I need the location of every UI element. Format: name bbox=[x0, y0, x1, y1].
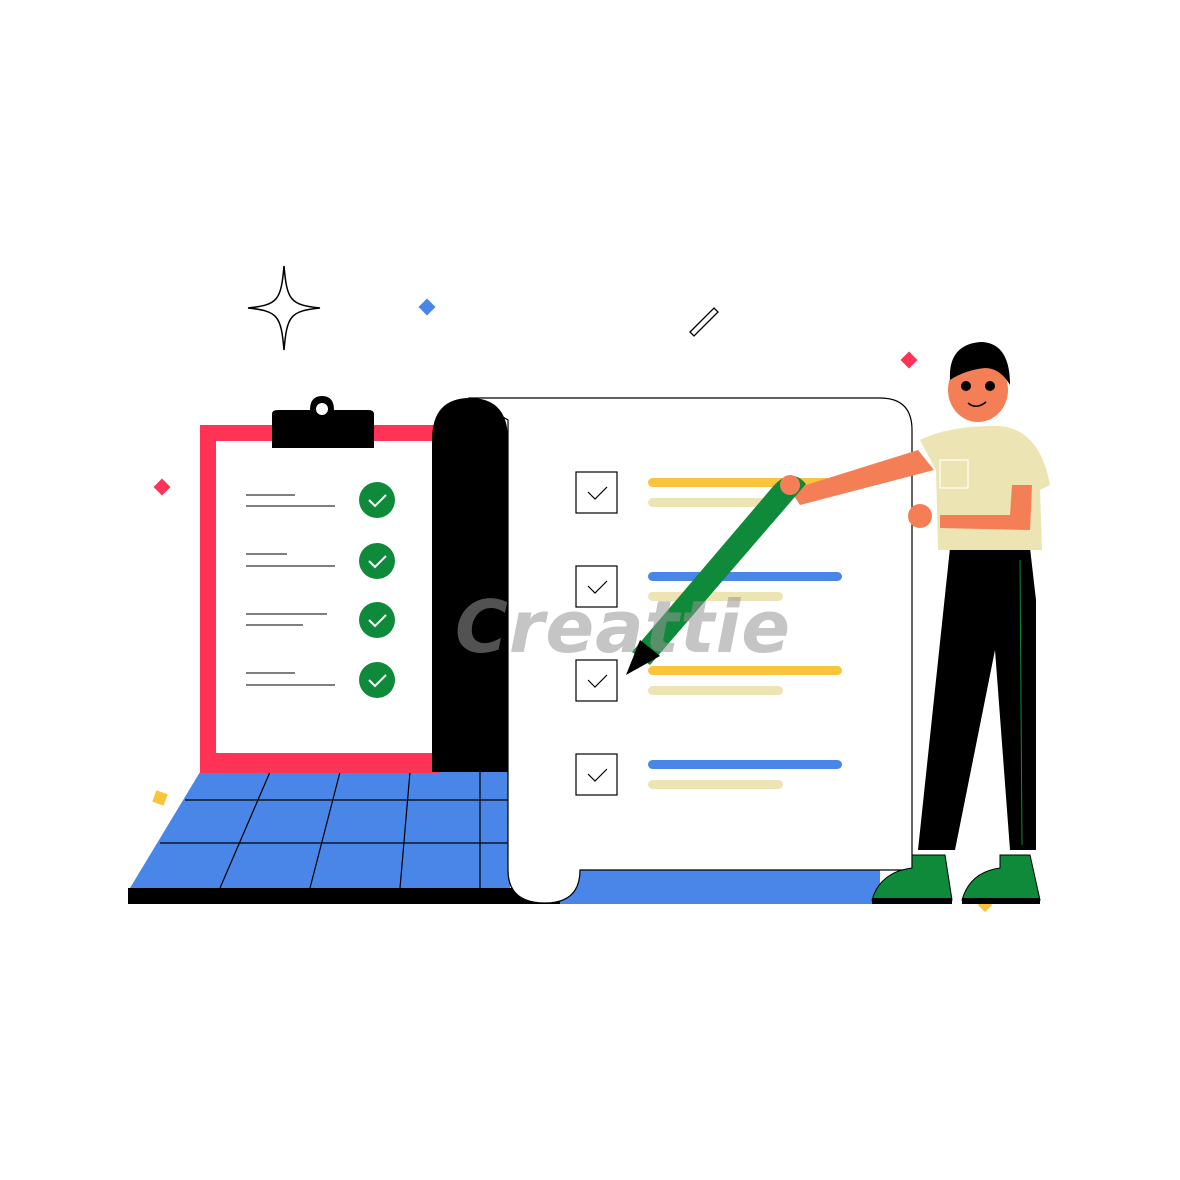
watermark: Creattie bbox=[455, 585, 792, 669]
confetti bbox=[900, 351, 918, 369]
confetti bbox=[418, 298, 436, 316]
confetti bbox=[152, 790, 168, 806]
sparkle-icon bbox=[247, 265, 321, 351]
confetti bbox=[689, 307, 719, 337]
check-circle-icon bbox=[359, 482, 395, 698]
pen-icon bbox=[632, 475, 806, 665]
confetti bbox=[153, 478, 171, 496]
person bbox=[626, 342, 1050, 904]
clipboard bbox=[200, 396, 440, 773]
scroll-roll bbox=[432, 398, 508, 772]
